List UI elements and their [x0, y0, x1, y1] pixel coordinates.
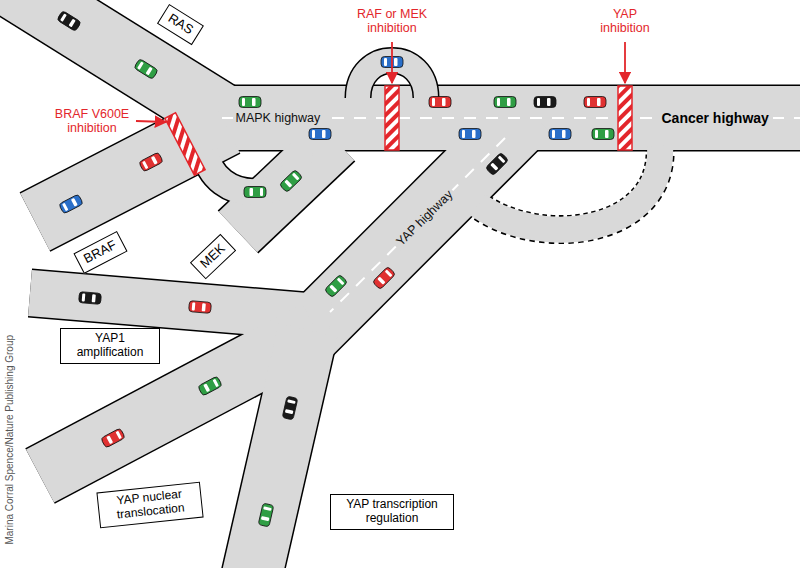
inhibition-arrow [391, 42, 393, 83]
car [189, 301, 212, 314]
car [134, 59, 158, 80]
inhibition-arrow [624, 42, 626, 83]
road-sign: YAP1 amplification [60, 328, 160, 364]
planned-road-edge [478, 146, 660, 230]
credit-line: Marina Corral Spence/Nature Publishing G… [4, 335, 16, 545]
barriers [165, 86, 632, 175]
car [198, 376, 223, 396]
cars [57, 11, 614, 527]
road-name: YAP highway [391, 185, 457, 251]
road-sign: YAP nuclear translocation [96, 482, 203, 528]
car [372, 266, 395, 289]
sign-text: YAP transcription regulation [337, 498, 447, 526]
lane-markings [222, 118, 800, 312]
raf-mek-barrier [385, 86, 399, 150]
inhibition-arrow [136, 121, 166, 122]
car [309, 129, 331, 140]
sign-text: RAS [165, 11, 196, 38]
car [494, 97, 516, 108]
lane-line [330, 138, 505, 312]
ras-road [10, 0, 225, 118]
car [57, 11, 81, 32]
car [485, 152, 508, 175]
inhibition-arrows [136, 42, 625, 122]
braf-barrier [165, 113, 205, 175]
sign-text: BRAF [81, 237, 119, 266]
car [534, 97, 556, 108]
road-sign: RAS [157, 3, 204, 44]
road-name: MAPK highway [233, 111, 324, 125]
inhibition-label: RAF or MEK inhibition [344, 7, 440, 36]
road-outlines [10, 0, 800, 568]
car [429, 97, 451, 108]
sign-text: MEK [198, 241, 229, 271]
car [139, 152, 164, 172]
sign-text: YAP1 amplification [67, 332, 153, 360]
road-sign: BRAF [73, 231, 127, 274]
inhibition-label: YAP inhibition [590, 7, 660, 36]
car [258, 503, 274, 527]
car [549, 129, 571, 140]
car [239, 97, 261, 108]
car [101, 428, 126, 448]
car [79, 292, 102, 305]
road-name: Cancer highway [658, 110, 773, 126]
car [244, 187, 266, 198]
sign-text: YAP nuclear translocation [104, 486, 196, 523]
car [282, 396, 298, 420]
yap-barrier [618, 86, 632, 150]
inhibition-label: BRAF V600E inhibition [50, 107, 134, 136]
car [59, 194, 84, 214]
road-sign: YAP transcription regulation [330, 494, 454, 530]
ras-road-edge [10, 0, 225, 118]
car [279, 169, 303, 192]
car [584, 97, 606, 108]
car [459, 129, 481, 140]
road-surfaces [10, 0, 800, 568]
planned-road [478, 146, 660, 230]
transcription-road [252, 330, 308, 568]
car [324, 274, 347, 297]
car [592, 129, 614, 140]
road-sign: MEK [190, 233, 236, 279]
